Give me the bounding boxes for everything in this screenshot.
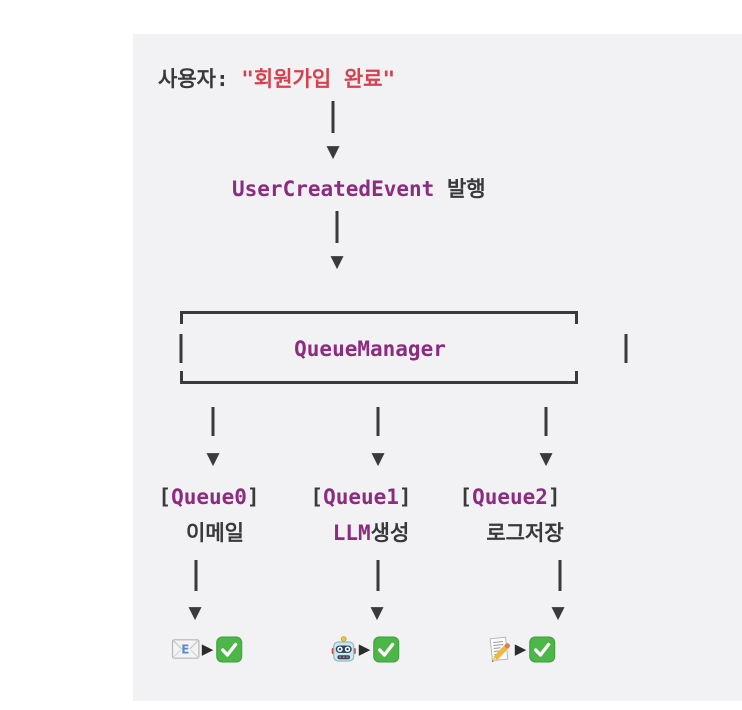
connector-line xyxy=(335,211,339,243)
connector-line xyxy=(376,560,380,591)
robot-icon xyxy=(331,635,357,663)
connector-line xyxy=(194,560,198,591)
arrow-down-icon: ▼ xyxy=(188,603,202,623)
connector-line xyxy=(558,560,562,591)
arrow-down-icon: ▼ xyxy=(326,142,340,162)
pointer-icon: ▶ xyxy=(514,639,527,658)
arrow-down-icon: ▼ xyxy=(206,449,220,469)
queue0-label: [Queue0] xyxy=(158,485,260,509)
queue1-label: [Queue1] xyxy=(310,485,412,509)
pointer-icon: ▶ xyxy=(358,639,371,658)
check-icon xyxy=(528,636,555,663)
arrow-down-icon: ▼ xyxy=(539,449,553,469)
connector-line xyxy=(376,407,380,436)
event-suffix: 발행 xyxy=(434,177,486,201)
queue2-label: [Queue2] xyxy=(459,485,561,509)
queue2-task-label: 로그저장 xyxy=(486,521,564,545)
event-line: UserCreatedEvent 발행 xyxy=(232,175,486,203)
user-quote: "회원가입 완료" xyxy=(241,67,396,91)
event-code: UserCreatedEvent xyxy=(232,177,435,201)
arrow-down-icon: ▼ xyxy=(371,449,385,469)
user-label: 사용자: xyxy=(158,67,242,91)
connector-line xyxy=(331,101,335,133)
queue0-task-label: 이메일 xyxy=(186,521,244,545)
email-icon: E xyxy=(171,639,200,659)
user-message-line: 사용자: "회원가입 완료" xyxy=(158,65,395,93)
arrow-down-icon: ▼ xyxy=(370,603,384,623)
memo-icon xyxy=(487,636,513,663)
queue1-result: ▶ xyxy=(331,635,400,663)
check-icon xyxy=(372,636,399,663)
queue2-result: ▶ xyxy=(487,635,556,663)
diagram-panel: 사용자: "회원가입 완료" ▼ UserCreatedEvent 발행 ▼ Q… xyxy=(133,34,742,701)
queue-manager-box-top xyxy=(180,311,578,324)
check-icon xyxy=(215,636,242,663)
connector-line xyxy=(544,407,548,436)
arrow-down-icon: ▼ xyxy=(551,603,565,623)
queue-manager-label: QueueManager xyxy=(294,337,446,361)
pointer-icon: ▶ xyxy=(201,639,214,658)
connector-line xyxy=(211,407,215,436)
queue-manager-box-right-bar xyxy=(624,334,628,363)
queue1-task-label: LLM생성 xyxy=(332,521,410,545)
queue-manager-box-left-bar xyxy=(179,334,183,363)
arrow-down-icon: ▼ xyxy=(330,252,344,272)
svg-text:E: E xyxy=(181,643,189,657)
queue-manager-box-bottom xyxy=(180,371,578,384)
queue0-result: E ▶ xyxy=(171,635,243,663)
